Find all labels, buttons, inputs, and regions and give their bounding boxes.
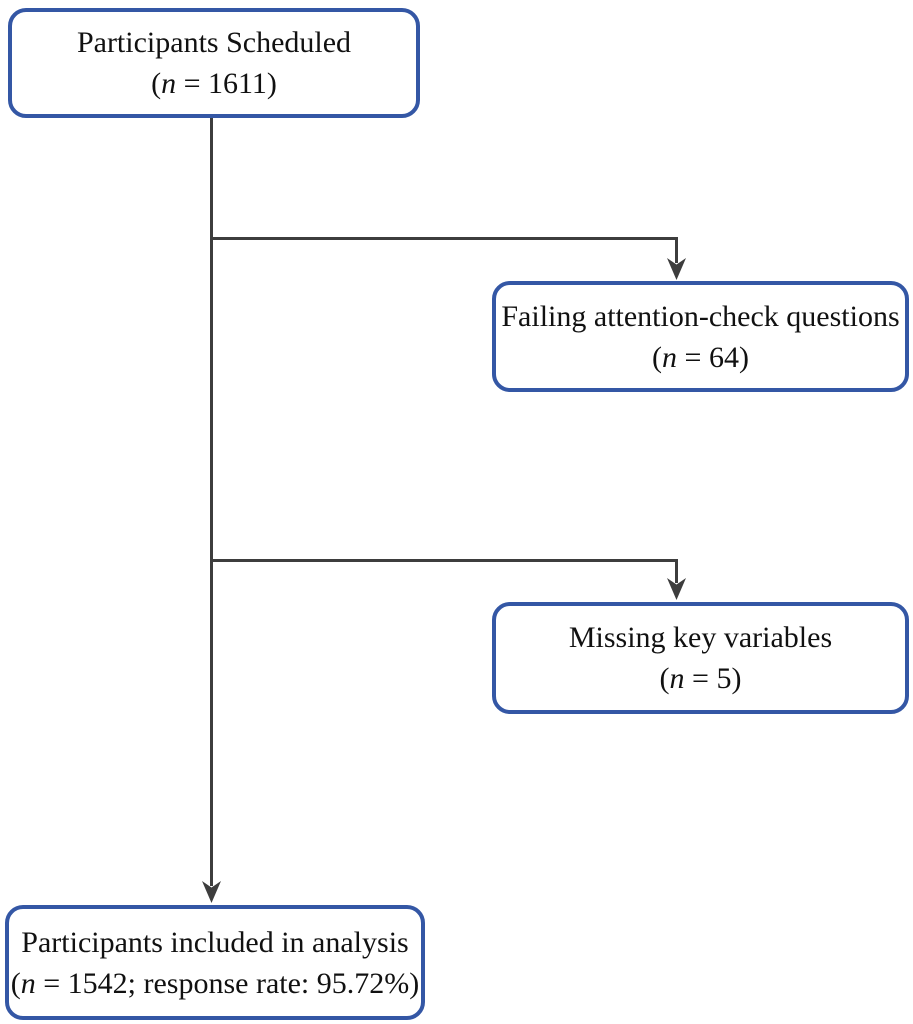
arrowhead-down-icon [667, 578, 686, 600]
box-missing-key-variables: Missing key variables (n = 5) [492, 602, 909, 714]
arrowhead-down-icon [202, 881, 221, 903]
box-count: (n = 5) [660, 658, 742, 699]
box-count: (n = 1611) [151, 63, 277, 104]
box-participants-included: Participants included in analysis (n = 1… [5, 905, 425, 1020]
box-title: Participants included in analysis [21, 925, 409, 959]
count-value: = 5) [684, 662, 742, 695]
box-failing-attention-check: Failing attention-check questions (n = 6… [492, 281, 909, 392]
box-title: Missing key variables [568, 621, 833, 654]
box-count: (n = 64) [652, 337, 749, 378]
box-title: Failing attention-check questions [501, 299, 900, 333]
n-variable: n [161, 67, 177, 100]
paren-open: ( [10, 966, 21, 1000]
arrowhead-down-icon [667, 258, 686, 280]
n-variable: n [20, 966, 36, 1000]
paren-open: ( [652, 340, 663, 374]
count-value: = 1611) [176, 67, 277, 100]
count-value: = 1542; response rate: 95.72%) [35, 966, 420, 1000]
box-participants-scheduled: Participants Scheduled (n = 1611) [8, 8, 420, 118]
paren-open: ( [659, 662, 670, 695]
count-value: = 64) [677, 340, 749, 374]
box-title: Participants Scheduled [76, 26, 352, 59]
n-variable: n [662, 340, 678, 374]
n-variable: n [669, 662, 685, 695]
box-count: (n = 1542; response rate: 95.72%) [11, 963, 420, 1004]
paren-open: ( [151, 67, 162, 100]
